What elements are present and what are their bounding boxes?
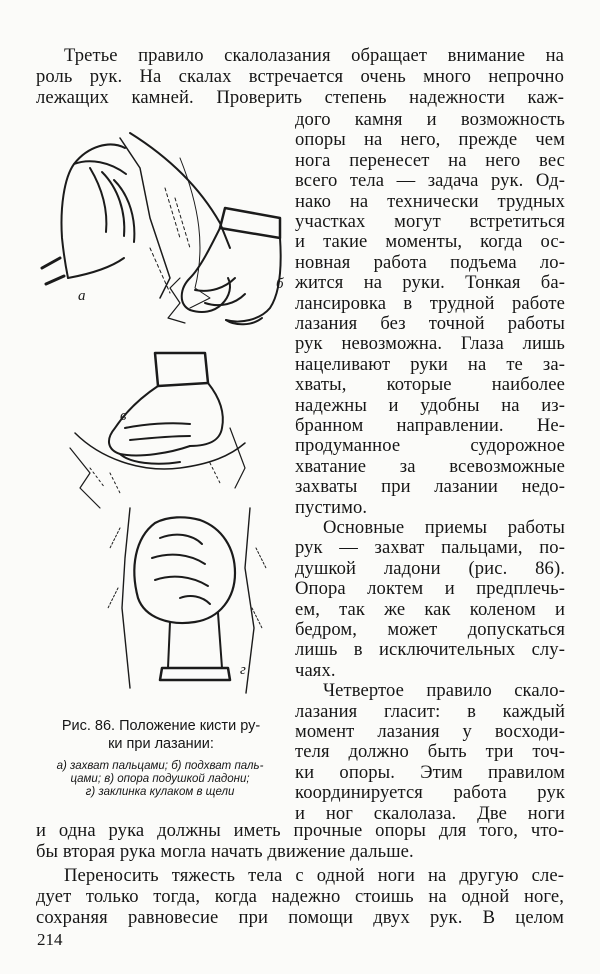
column-text-line: нако на технически трудных bbox=[295, 190, 565, 212]
hand-drawing-g bbox=[107, 507, 267, 694]
hand-drawing-b bbox=[167, 206, 282, 326]
column-text-line: Четвертое правило скало- bbox=[323, 680, 565, 702]
column-text-line: нога перенесет на него вес bbox=[295, 149, 565, 171]
column-text-line: и ног скалолаза. Две ноги bbox=[295, 802, 565, 824]
text-line: Третье правило скалолазания обращает вни… bbox=[64, 45, 564, 66]
legend-line: г) заклинка кулаком в щели bbox=[85, 786, 235, 798]
column-text-line: нацеливают руки на те за- bbox=[295, 353, 565, 375]
column-text-line: рук невозможна. Глаза лишь bbox=[295, 333, 565, 355]
text-line: лежащих камней. Проверить степень надежн… bbox=[36, 87, 564, 108]
column-text-line: чаях. bbox=[295, 659, 336, 681]
column-text-line: Основные приемы работы bbox=[323, 517, 565, 538]
text-line: и одна рука должны иметь прочные опоры д… bbox=[36, 820, 564, 841]
figure-caption-legend: а) захват пальцами; б) подхват паль- цам… bbox=[32, 760, 288, 799]
column-text-line: участках могут встретиться bbox=[295, 211, 565, 232]
column-text-line: хватание за всевозможные bbox=[295, 455, 565, 477]
figure-caption-title: Рис. 86. Положение кисти ру- ки при лаза… bbox=[34, 717, 288, 753]
column-text-line: лазания без точной работы bbox=[295, 313, 565, 334]
column-text-line: жится на руки. Тонкая ба- bbox=[295, 272, 565, 294]
column-text-line: ки опоры. Этим правилом bbox=[295, 761, 565, 783]
figure-label-g: г bbox=[240, 662, 246, 678]
column-text-line: момент лазания у восходи- bbox=[295, 721, 565, 742]
text-line: сохраняя равновесие при помощи двух рук.… bbox=[36, 907, 564, 928]
text-line: дует только тогда, когда надежно стоишь … bbox=[36, 886, 564, 907]
column-text-line: всего тела — задача рук. Од- bbox=[295, 170, 565, 192]
column-text-line: надежны и удобны на из- bbox=[295, 394, 565, 416]
column-text-line: ем, так же как коленом и bbox=[295, 598, 565, 620]
caption-line: ки при лазании: bbox=[108, 736, 214, 752]
column-text-line: рук — захват пальцами, по- bbox=[295, 537, 565, 559]
column-text-line: душкой ладони (рис. 86). bbox=[295, 557, 565, 579]
hand-drawing-a bbox=[40, 132, 231, 309]
text-line: роль рук. На скалах встречается очень мн… bbox=[36, 66, 564, 87]
column-text-line: новная работа подъема ло- bbox=[295, 251, 565, 273]
legend-line: цами; в) опора подушкой ладони; bbox=[70, 773, 250, 785]
figure-label-v: в bbox=[120, 408, 127, 424]
column-text-line: лазания гласит: в каждый bbox=[295, 700, 565, 722]
column-text-line: лишь в исключительных слу- bbox=[295, 639, 565, 661]
figure-label-a: а bbox=[78, 288, 86, 304]
column-text-line: Опора локтем и предплечь- bbox=[295, 578, 565, 600]
page-number: 214 bbox=[37, 930, 63, 949]
caption-line: Рис. 86. Положение кисти ру- bbox=[61, 718, 261, 734]
column-text-line: опоры на него, прежде чем bbox=[295, 129, 565, 151]
column-text-line: и такие моменты, когда ос- bbox=[295, 231, 565, 253]
text-line: бы вторая рука могла начать движение дал… bbox=[36, 841, 414, 862]
figure-86-hand-positions: а б в г bbox=[30, 128, 288, 708]
column-text-line: бедром, может допускаться bbox=[295, 619, 565, 640]
column-text-line: хваты, которые наиболее bbox=[295, 374, 565, 396]
column-text-line: лансировка в трудной работе bbox=[295, 292, 565, 314]
column-text-line: дого камня и возможность bbox=[295, 109, 565, 130]
figure-label-b: б bbox=[276, 276, 284, 292]
hand-illustrations: а б в г bbox=[40, 132, 284, 694]
text-line: Переносить тяжесть тела с одной ноги на … bbox=[64, 865, 564, 886]
legend-line: а) захват пальцами; б) подхват паль- bbox=[56, 760, 264, 772]
column-text-line: пустимо. bbox=[295, 496, 368, 518]
column-text-line: бранном направлении. Не- bbox=[295, 415, 565, 436]
column-text-line: продуманное судорожное bbox=[295, 435, 565, 457]
column-text-line: теля должно быть три точ- bbox=[295, 741, 565, 763]
column-text-line: захваты при лазании недо- bbox=[295, 476, 565, 498]
hand-drawing-v bbox=[69, 351, 246, 509]
column-text-line: координируется работа рук bbox=[295, 782, 565, 804]
